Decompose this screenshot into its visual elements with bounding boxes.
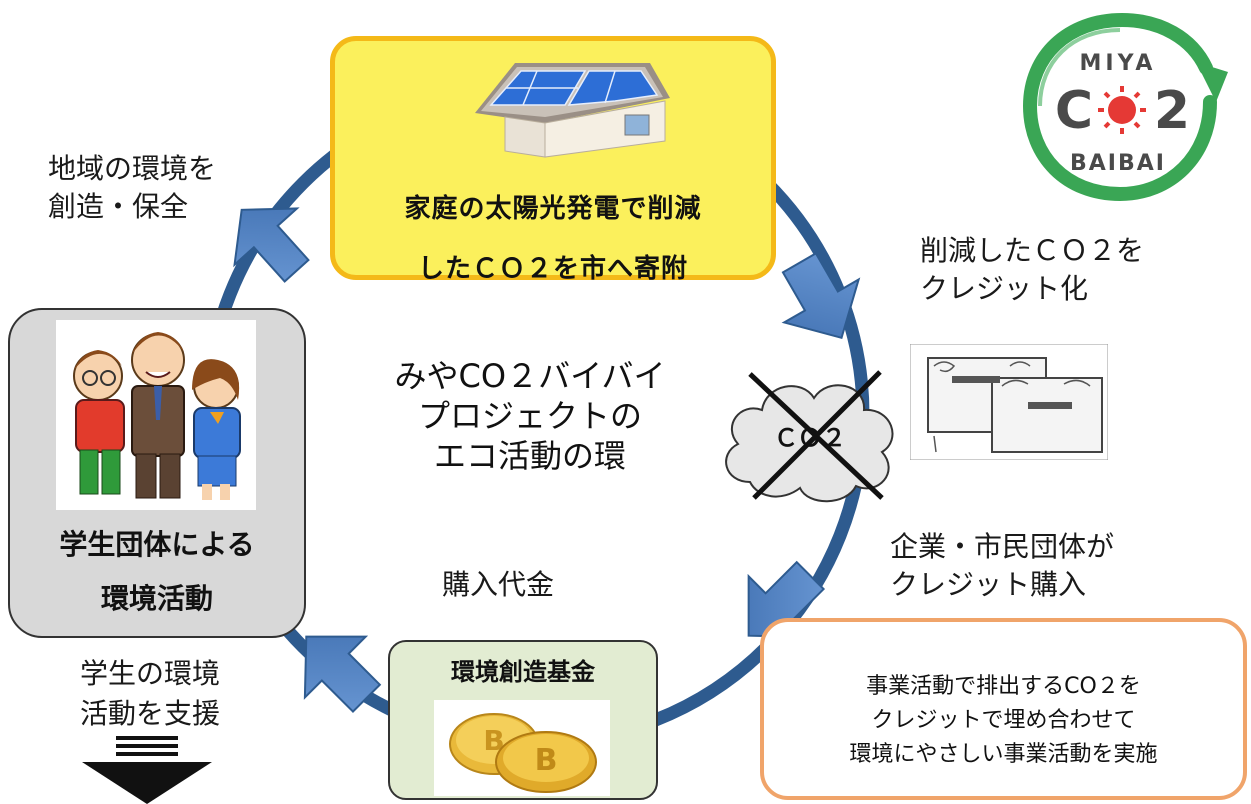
environment-label-line-1: 地域の環境を [48,152,217,185]
credit-label-line-2: クレジット化 [920,272,1089,305]
solar-text-line-2: したＣＯ２を市へ寄附 [417,254,688,284]
purchase-label-line-1: 企業・市民団体が [890,530,1115,563]
logo-top-text: MIYA [1080,51,1157,76]
payment-label: 購入代金 [442,568,555,601]
miya-co2-baibai-logo: MIYA C 2 BAIBAI [1022,12,1228,202]
purchase-label: 企業・市民団体が クレジット購入 [890,528,1114,604]
solar-text: 家庭の太陽光発電で削減 したＣＯ２を市へ寄附 [335,179,771,299]
solar-text-line-1: 家庭の太陽光発電で削減 [404,194,702,224]
logo-two-text: 2 [1154,81,1190,141]
support-label-line-2: 活動を支援 [80,697,221,730]
down-arrow-icon [82,736,212,804]
environment-label-line-2: 創造・保全 [48,190,189,223]
center-title-line-1: みやCO２バイバイ [394,357,666,395]
purchase-label-line-2: クレジット購入 [890,568,1087,601]
students-group-icon [56,320,256,510]
svg-text:B: B [483,724,504,757]
business-text: 事業活動で排出するCO２を クレジットで埋め合わせて 環境にやさしい事業活動を実… [764,670,1243,772]
fund-title: 環境創造基金 [451,658,595,686]
logo-c-text: C [1055,81,1093,141]
arrow-to-environment [233,207,310,283]
support-label: 学生の環境 活動を支援 [80,654,220,734]
center-title-line-2: プロジェクトの [417,397,642,435]
environment-fund-box: 環境創造基金 B B [388,640,658,800]
student-text: 学生団体による 環境活動 [10,518,304,626]
student-text-line-1: 学生団体による [59,528,255,561]
sun-icon [1098,86,1146,134]
arrow-to-credit [781,251,861,340]
environment-label: 地域の環境を 創造・保全 [48,150,216,226]
business-activity-box: 事業活動で排出するCO２を クレジットで埋め合わせて 環境にやさしい事業活動を実… [760,618,1247,800]
credit-label: 削減したＣＯ２を クレジット化 [920,232,1144,308]
logo-bottom-text: BAIBAI [1070,151,1166,176]
business-text-line-3: 環境にやさしい事業活動を実施 [849,742,1158,767]
business-text-line-2: クレジットで埋め合わせて [871,708,1136,733]
solar-donation-box: 家庭の太陽光発電で削減 したＣＯ２を市へ寄附 [330,36,776,284]
solar-house-icon [475,63,670,158]
crossed-co2-cloud-icon: ＣＯ２ [725,370,894,503]
center-title-line-3: エコ活動の環 [433,437,626,475]
student-text-line-2: 環境活動 [100,582,213,615]
support-label-line-1: 学生の環境 [80,657,221,690]
business-text-line-1: 事業活動で排出するCO２を [866,674,1141,699]
credit-label-line-1: 削減したＣＯ２を [920,234,1145,267]
coins-icon: B B [434,700,610,796]
credit-certificate-icon [910,344,1108,460]
svg-text:B: B [535,743,558,778]
center-title: みやCO２バイバイ プロジェクトの エコ活動の環 [350,356,710,476]
arrow-to-student [303,635,382,714]
student-activity-box: 学生団体による 環境活動 [8,308,306,638]
